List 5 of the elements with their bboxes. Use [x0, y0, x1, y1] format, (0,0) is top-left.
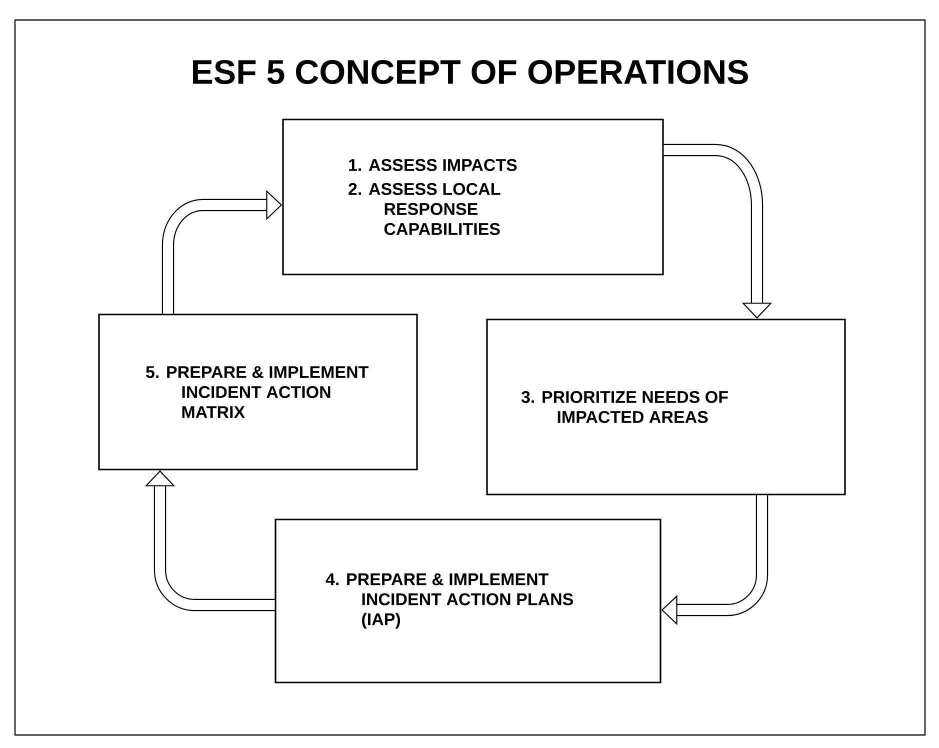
title: ESF 5 CONCEPT OF OPERATIONS — [193, 60, 748, 84]
step-box: 5. PREPARE & IMPLEMENT INCIDENT ACTION MATRIX — [98, 314, 418, 470]
step-box: 1. ASSESS IMPACTS 2. ASSESS LOCAL RESPONSE CAPABILITIES — [282, 118, 664, 276]
step-box: 4. PREPARE & IMPLEMENT INCIDENT ACTION PLANS (IAP) — [274, 518, 662, 684]
step-box: 3. PRIORITIZE NEEDS OF IMPACTED AREAS — [486, 318, 846, 496]
